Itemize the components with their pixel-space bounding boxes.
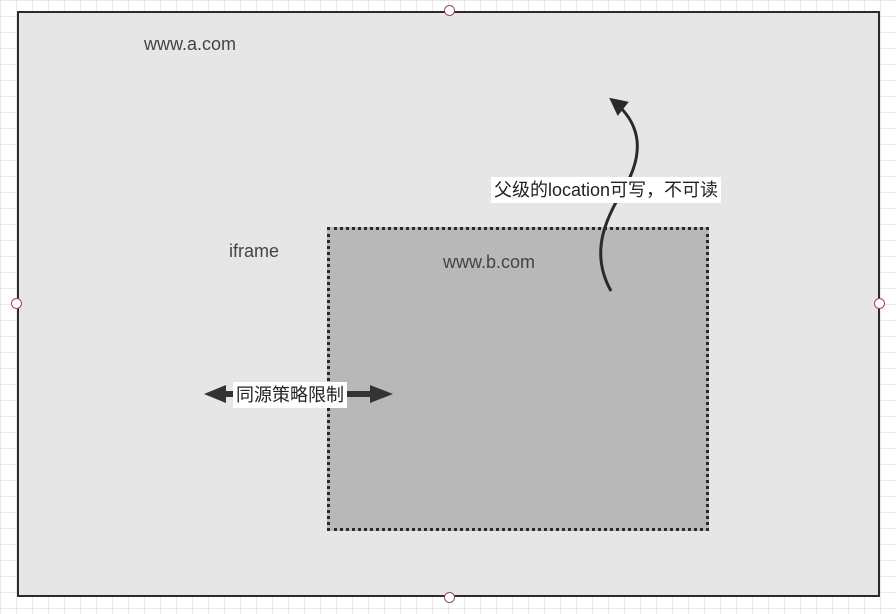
iframe-box [327,227,709,531]
resize-handle-left[interactable] [11,298,22,309]
same-origin-note: 同源策略限制 [233,382,347,408]
resize-handle-top[interactable] [444,5,455,16]
resize-handle-right[interactable] [874,298,885,309]
outer-domain-label: www.a.com [144,34,237,54]
resize-handle-bottom[interactable] [444,592,455,603]
iframe-label: iframe [229,241,280,261]
parent-location-note: 父级的location可写，不可读 [491,177,722,203]
inner-domain-label: www.b.com [443,252,536,272]
